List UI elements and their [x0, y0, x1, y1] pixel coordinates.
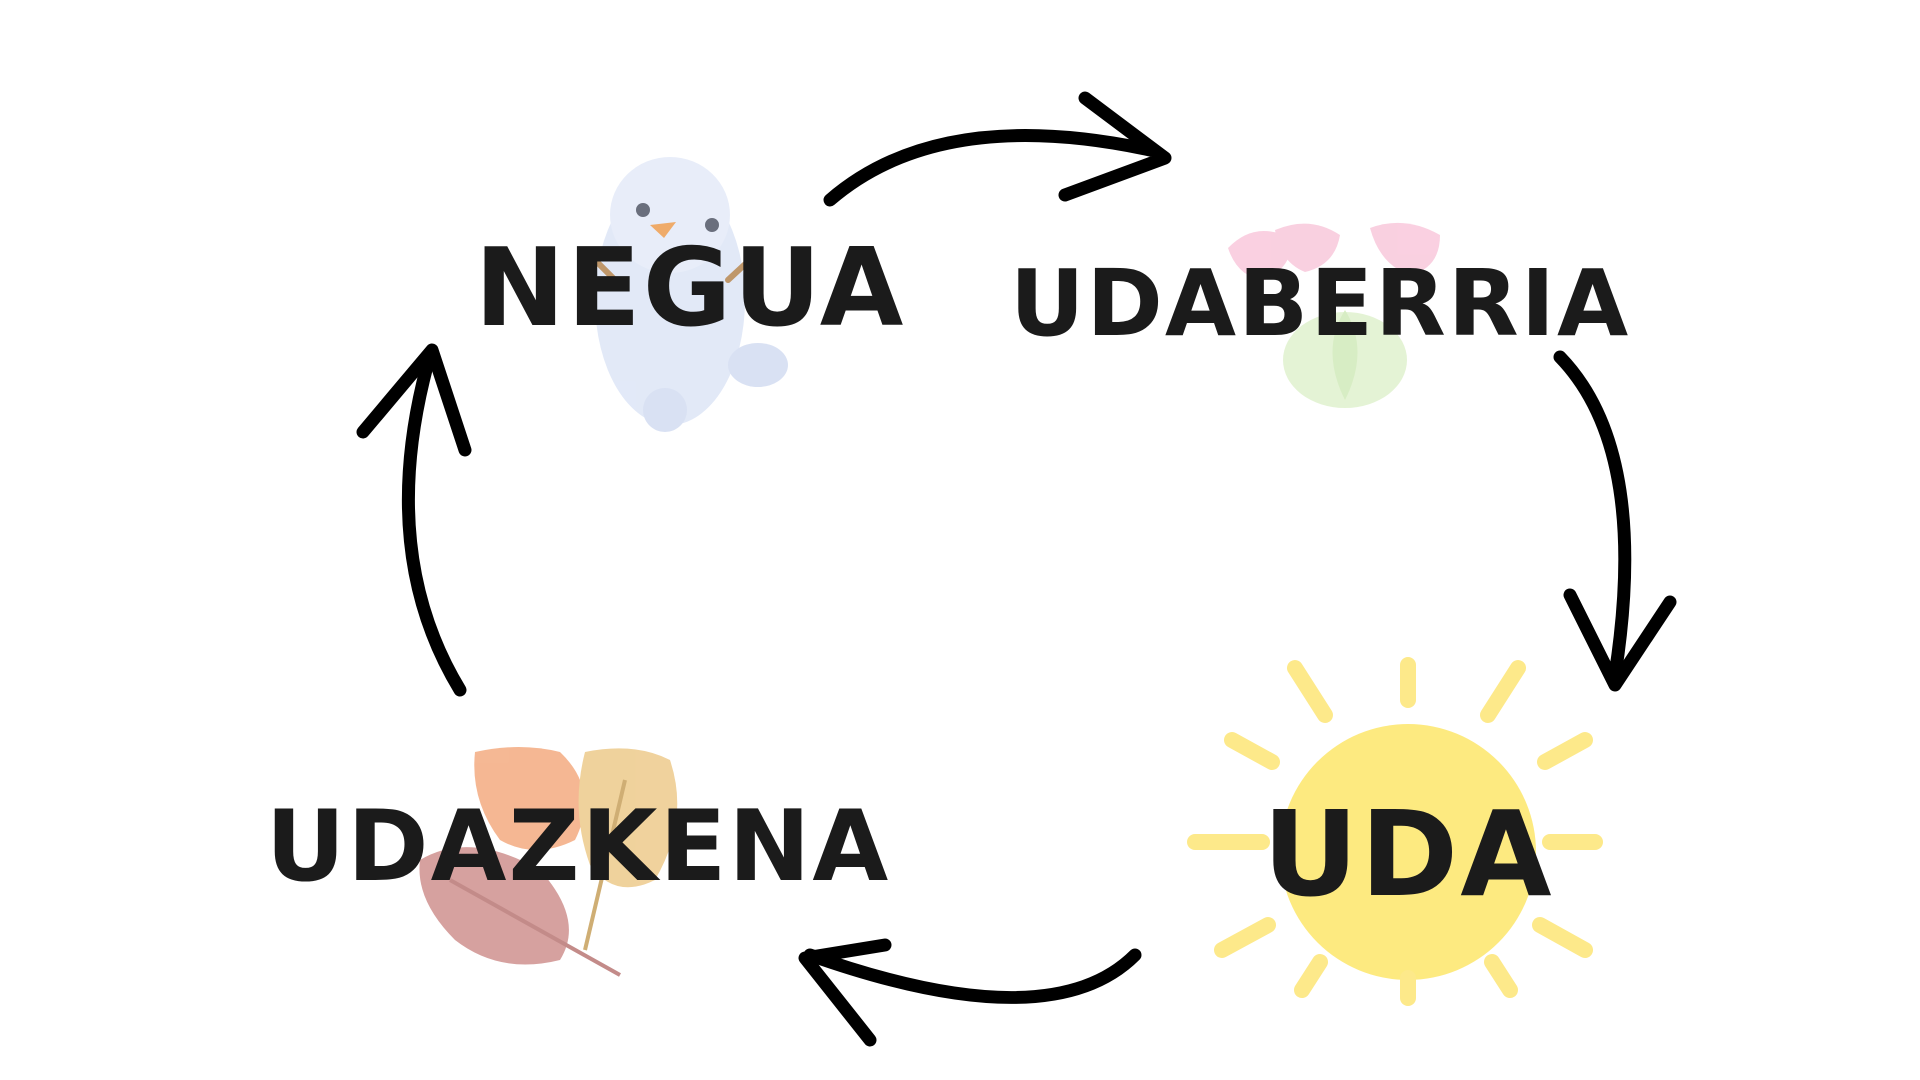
arrow-summer-to-autumn [798, 938, 1142, 1047]
sun-icon [1187, 657, 1603, 1006]
season-label-winter: NEGUA [475, 226, 906, 351]
arrow-spring-to-summer [1553, 350, 1677, 692]
arrow-winter-to-spring [823, 91, 1172, 207]
season-label-spring: UDABERRIA [1010, 250, 1630, 357]
season-label-autumn: UDAZKENA [266, 790, 891, 904]
season-label-summer: UDA [1262, 785, 1553, 923]
snowman-icon [587, 157, 788, 432]
autumn-leaves-icon [419, 747, 678, 977]
tulip-flowers-icon [1228, 222, 1440, 408]
arrow-autumn-to-winter [356, 343, 472, 697]
